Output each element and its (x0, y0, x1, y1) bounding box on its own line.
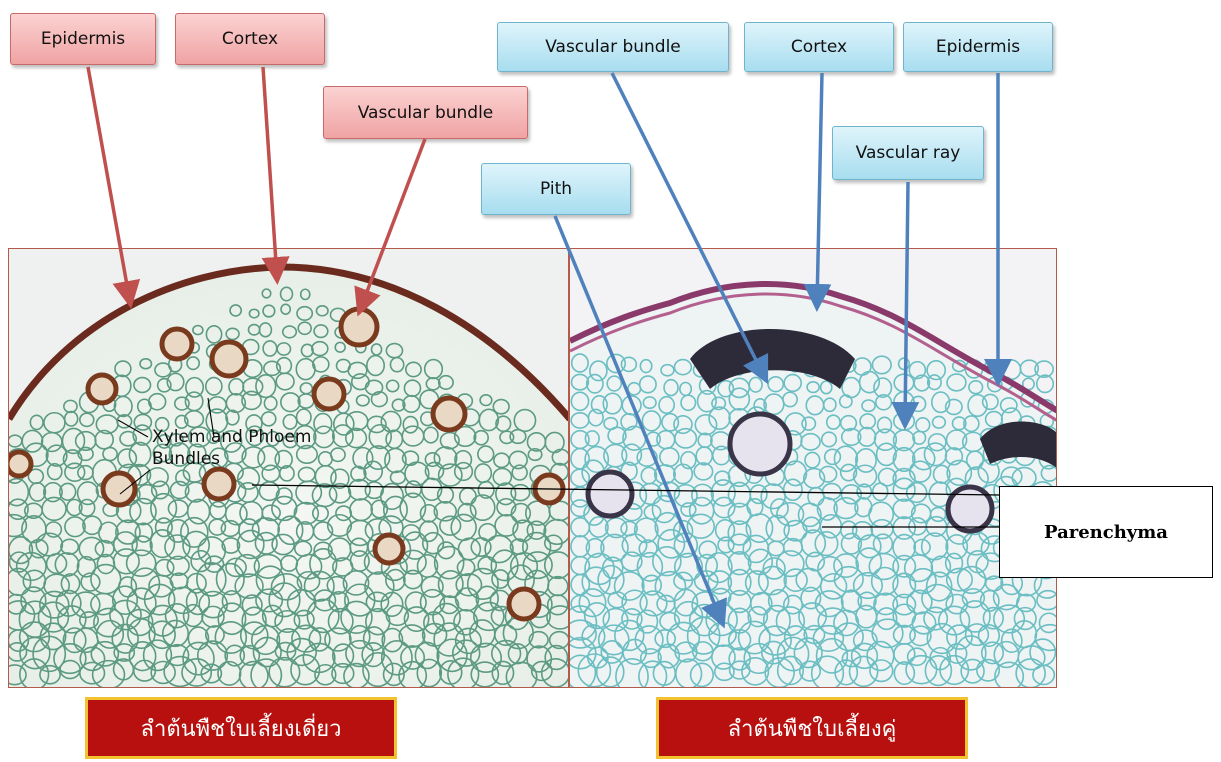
dicot-cortex-label: Cortex (744, 22, 894, 72)
dicot-vascular-bundle-text: Vascular bundle (545, 37, 681, 57)
monocot-vascular-bundle-label: Vascular bundle (323, 86, 528, 139)
xylem-phloem-label: Xylem and Phloem Bundles (152, 426, 311, 470)
vascular-bundle-ring (204, 469, 234, 499)
monocot-epidermis-label: Epidermis (10, 13, 156, 65)
vascular-bundle-ring (535, 475, 563, 503)
monocot-cortex-label: Cortex (175, 13, 325, 65)
vascular-bundle-ring (103, 473, 135, 505)
vascular-bundle-ring (212, 342, 246, 376)
dicot-epidermis-label: Epidermis (903, 22, 1053, 72)
dicot-caption-text: ลำต้นพืชใบเลี้ยงคู่ (728, 711, 897, 746)
dicot-stem-micrograph (569, 248, 1057, 688)
parenchyma-label: Parenchyma (999, 486, 1213, 578)
monocot-cortex-text: Cortex (222, 29, 278, 49)
dicot-pith-label: Pith (481, 163, 631, 215)
monocot-epidermis-text: Epidermis (41, 29, 125, 49)
vascular-bundle-ring (88, 375, 116, 403)
dicot-vascular-ray-text: Vascular ray (856, 143, 961, 163)
monocot-cortex-arrow (263, 67, 277, 278)
vascular-bundle-ring (588, 472, 632, 516)
vascular-bundle-ring (341, 309, 377, 345)
xylem-phloem-line2: Bundles (152, 448, 311, 470)
vascular-bundle-ring (162, 329, 192, 359)
vascular-bundle-ring (433, 398, 465, 430)
monocot-vascular-bundle-text: Vascular bundle (358, 103, 494, 123)
dicot-pith-text: Pith (540, 179, 572, 199)
dicot-caption: ลำต้นพืชใบเลี้ยงคู่ (656, 697, 968, 759)
vascular-bundle-ring (509, 589, 539, 619)
dicot-vascular-ray-label: Vascular ray (832, 126, 984, 180)
vascular-bundle-ring (730, 414, 790, 474)
monocot-caption: ลำต้นพืชใบเลี้ยงเดี่ยว (85, 697, 397, 759)
dicot-vascular-bundle-label: Vascular bundle (497, 22, 729, 72)
vascular-bundle-ring (948, 487, 992, 531)
vascular-bundle-ring (9, 452, 31, 476)
vascular-bundle-ring (314, 379, 344, 409)
dicot-epidermis-text: Epidermis (936, 37, 1020, 57)
xylem-phloem-line1: Xylem and Phloem (152, 426, 311, 448)
parenchyma-text: Parenchyma (1044, 522, 1168, 543)
vascular-bundle-ring (375, 535, 403, 563)
monocot-caption-text: ลำต้นพืชใบเลี้ยงเดี่ยว (141, 711, 342, 746)
dicot-cortex-text: Cortex (791, 37, 847, 57)
